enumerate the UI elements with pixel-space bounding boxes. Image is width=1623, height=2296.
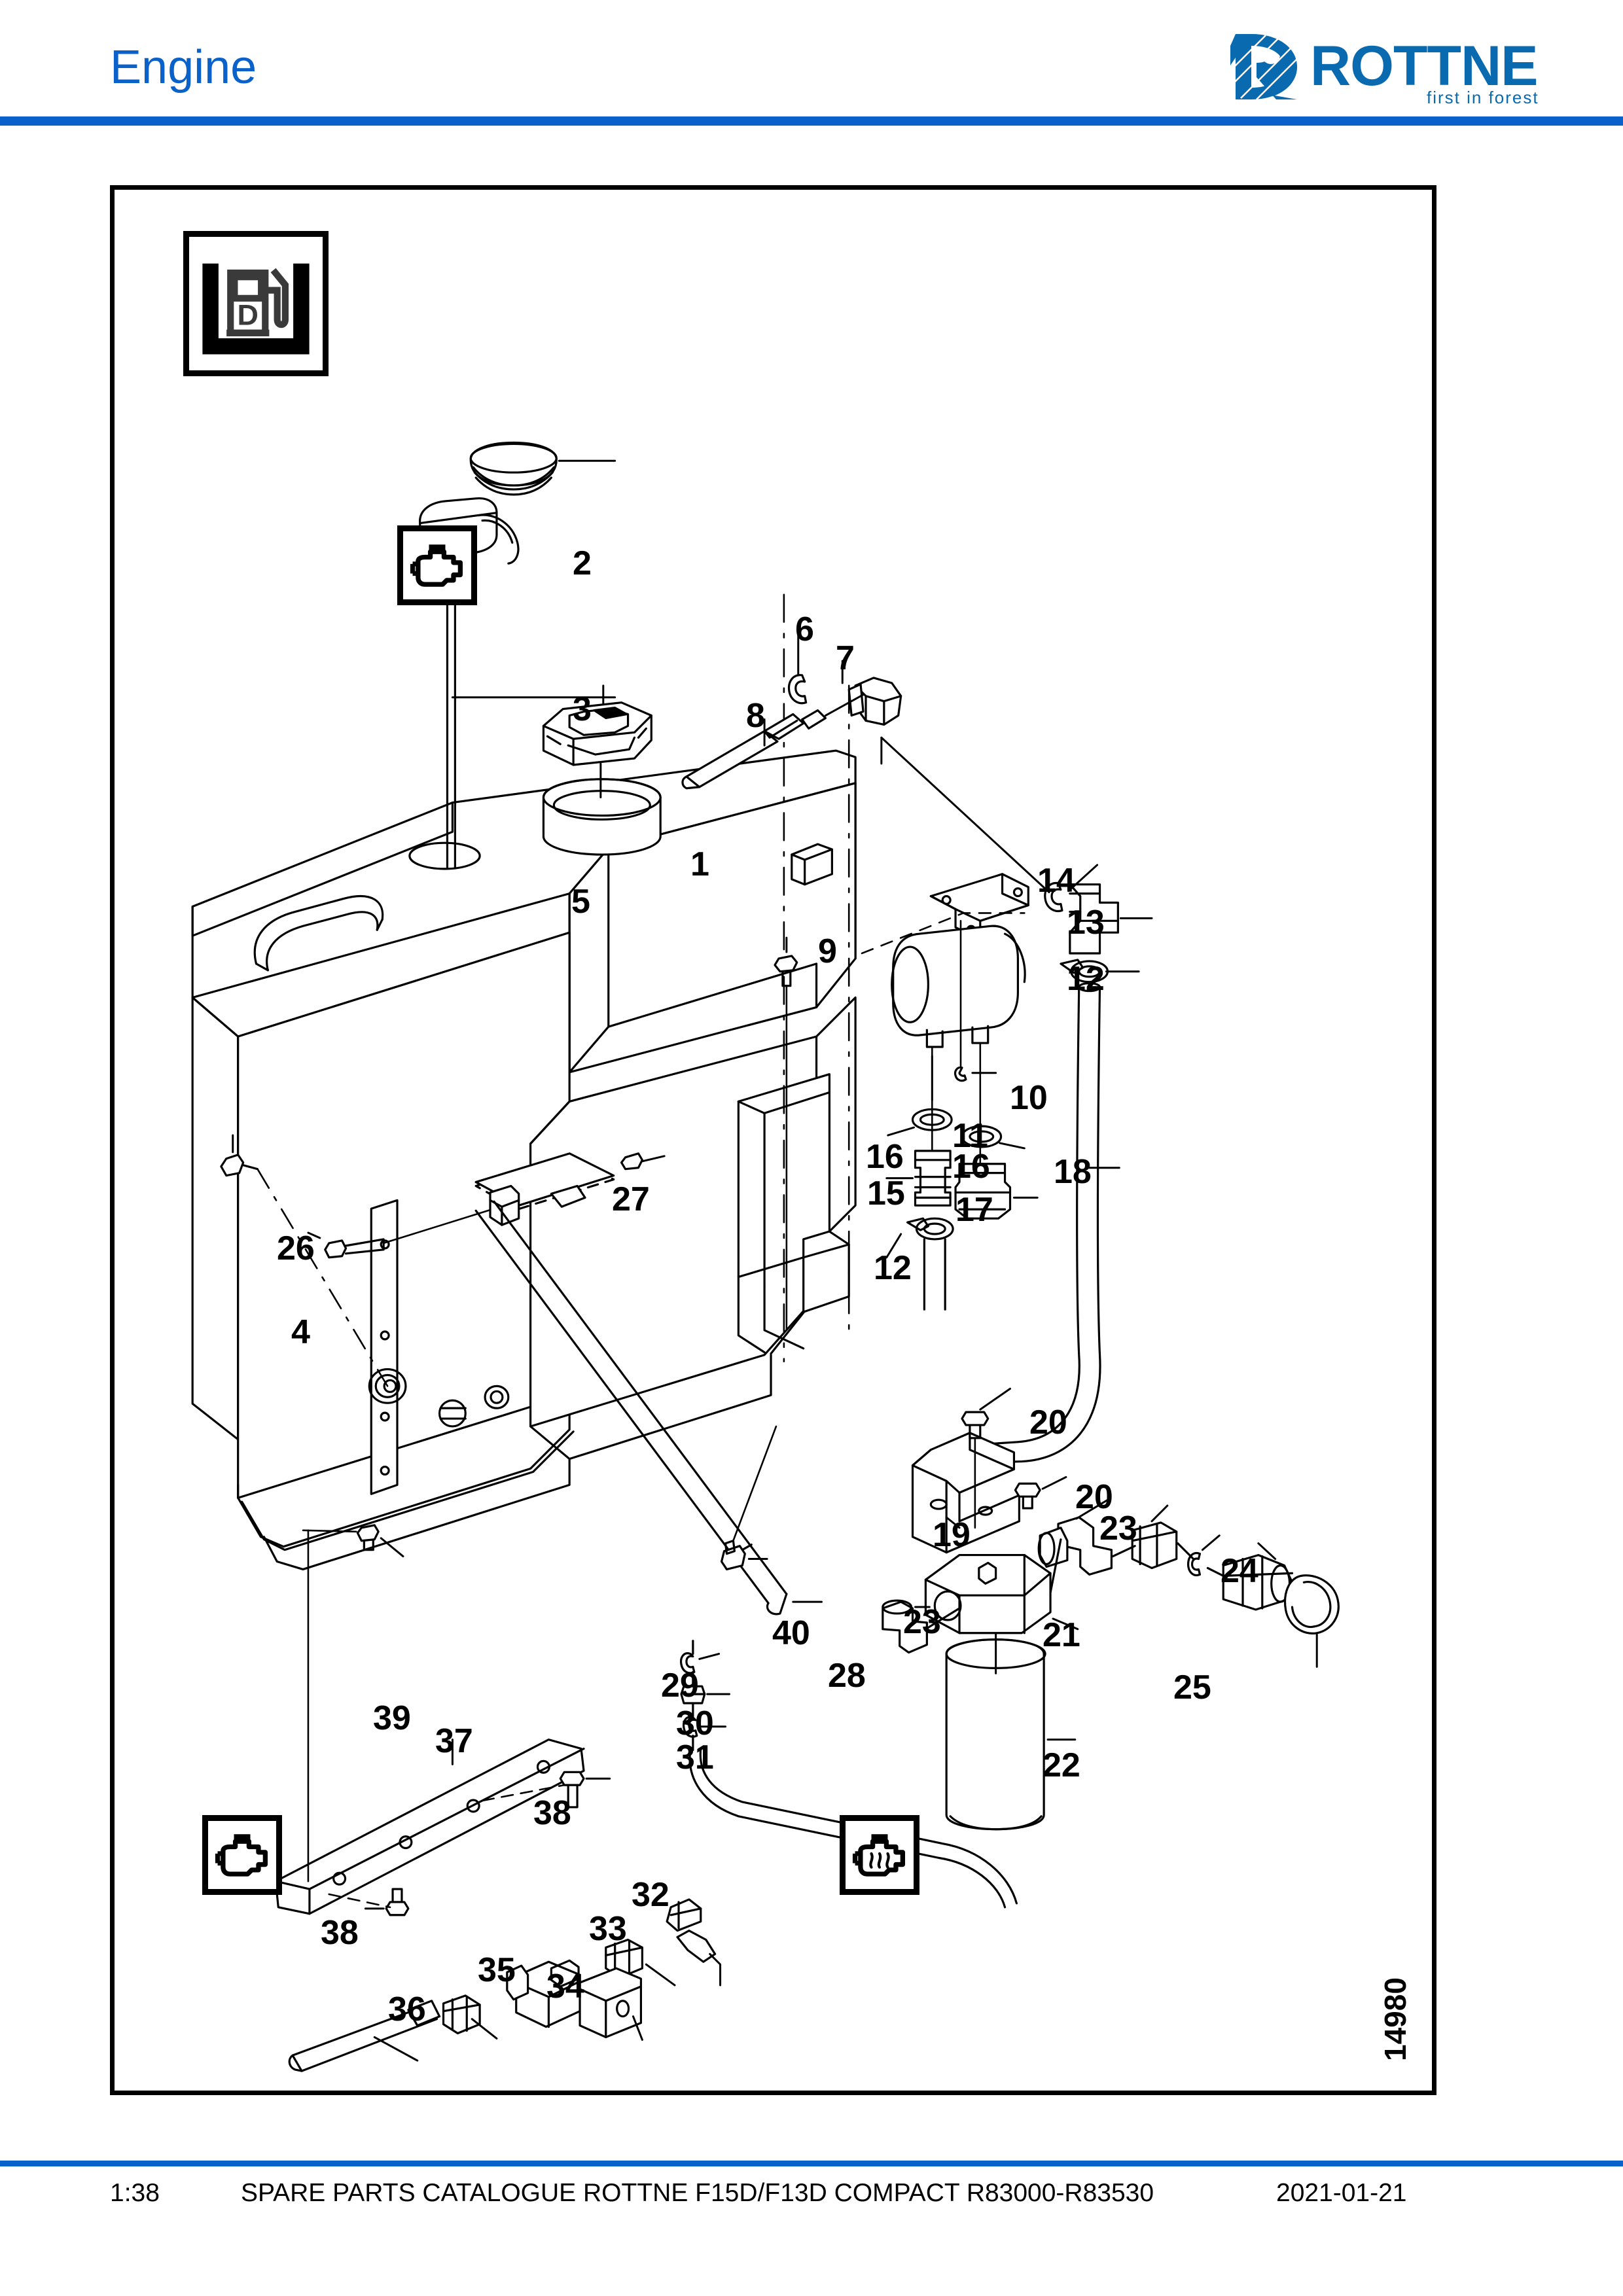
footer-page-number: 1:38 [110,2179,160,2207]
footer-divider [0,2161,1623,2166]
part-callout: 33 [589,1910,627,1948]
part-callout: 16 [952,1148,990,1186]
part-callout: 15 [867,1174,905,1212]
fuel-diesel-symbol-box: D [183,231,329,376]
part-callout: 36 [388,1990,426,2028]
part-callout: 22 [1043,1746,1080,1784]
part-callout: 3 [573,690,592,728]
engine-symbol-box-lower-left [202,1815,282,1895]
part-callout: 10 [1010,1079,1048,1117]
part-callout: 6 [795,610,814,648]
engine-preheat-symbol-box [840,1815,919,1895]
part-callout: 21 [1043,1616,1080,1654]
part-callout: 19 [933,1516,971,1554]
fuel-diesel-icon: D [202,263,310,355]
part-callout: 35 [478,1951,516,1989]
part-callout: 31 [676,1739,714,1776]
part-callout: 17 [955,1191,993,1229]
part-callout: 27 [612,1180,650,1218]
part-callout: 1 [690,845,709,883]
page-footer: 1:38 SPARE PARTS CATALOGUE ROTTNE F15D/F… [0,2179,1623,2225]
part-callout: 9 [818,932,837,970]
svg-text:D: D [238,298,259,332]
part-callout: 7 [836,639,855,677]
part-callout: 38 [321,1914,359,1952]
page-title: Engine [110,41,257,94]
part-callout: 23 [903,1603,941,1641]
part-callout: 20 [1029,1404,1067,1441]
engine-symbol-box-upper [397,525,477,605]
engine-preheat-icon [852,1834,905,1877]
part-callout: 32 [632,1876,669,1914]
part-callout: 25 [1173,1669,1211,1706]
drawing-number: 14980 [1378,1977,1412,2061]
part-callout: 11 [952,1117,988,1155]
exploded-parts-drawing [191,441,1340,2072]
part-callout: 2 [573,544,592,582]
part-callout: 39 [373,1699,411,1737]
part-callout: 38 [533,1794,571,1832]
part-callout: 14 [1037,862,1075,900]
svg-text:first in forest: first in forest [1427,88,1539,106]
part-callout: 28 [828,1657,866,1695]
part-callout: 30 [676,1704,714,1742]
part-callout: 5 [571,883,590,921]
part-callout: 34 [546,1968,584,2005]
part-callout: 40 [772,1614,810,1652]
footer-catalogue-title: SPARE PARTS CATALOGUE ROTTNE F15D/F13D C… [241,2179,1154,2207]
part-callout: 4 [291,1313,310,1351]
part-callout: 23 [1099,1510,1137,1547]
part-callout: 29 [661,1667,699,1704]
part-callout: 12 [874,1249,912,1287]
footer-date: 2021-01-21 [1276,2179,1407,2207]
part-callout: 37 [435,1722,473,1760]
part-callout: 12 [1067,960,1105,998]
rottne-logo: ROTTNE first in forest [1211,14,1577,106]
part-callout: 8 [746,697,765,735]
part-callout: 18 [1054,1153,1092,1191]
svg-text:ROTTNE: ROTTNE [1310,35,1538,97]
engine-icon [410,544,463,587]
page-header: Engine ROTTNE [0,0,1623,126]
parts-diagram-frame: D [110,185,1436,2095]
header-divider [0,116,1623,126]
part-callout: 20 [1075,1478,1113,1516]
part-callout: 16 [866,1138,904,1176]
part-callout: 24 [1221,1552,1258,1590]
engine-icon [215,1834,268,1877]
part-callout: 26 [277,1229,315,1267]
part-callout: 13 [1067,904,1105,942]
